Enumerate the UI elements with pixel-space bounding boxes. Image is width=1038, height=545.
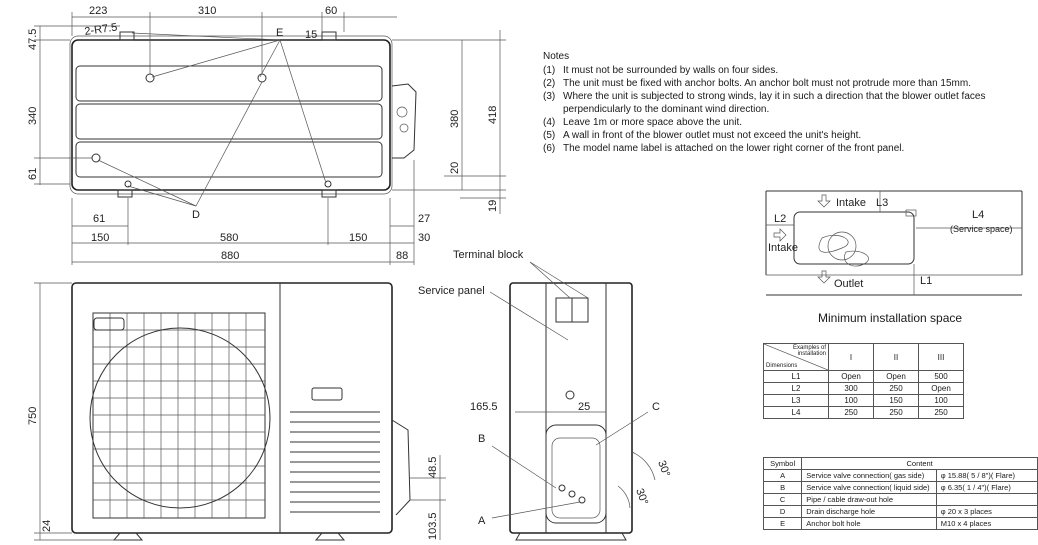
table-row: E Anchor bolt hole M10 x 4 places (762, 517, 1038, 530)
content-header: Content (801, 457, 1038, 470)
dim-radius: 2-R7.5 (84, 21, 118, 37)
intake-left-label: Intake (768, 242, 798, 254)
outlet-label: Outlet (834, 278, 863, 290)
label-l1: L1 (920, 275, 932, 287)
dim-340: 340 (27, 107, 39, 125)
front-view (34, 282, 446, 541)
note-item: (3)Where the unit is subjected to strong… (543, 91, 986, 115)
table-row: L1 Open Open 500 (763, 370, 964, 383)
symbol-table: Symbol Content A Service valve connectio… (762, 457, 1038, 530)
table-corner-cell: Examples of installation Dimensions (763, 343, 829, 371)
unit-plan (793, 211, 915, 265)
dim-88: 88 (396, 250, 408, 262)
table-header-row: Examples of installation Dimensions I II… (763, 343, 964, 371)
dim-15: 15 (305, 29, 317, 41)
dim-24: 24 (41, 520, 53, 532)
fan-guard (89, 327, 271, 509)
note-item: (6)The model name label is attached on t… (543, 143, 905, 154)
label-l4: L4 (972, 209, 984, 221)
table-row: C Pipe / cable draw-out hole (762, 493, 1038, 506)
label-c: C (652, 401, 660, 413)
grille-slot (75, 103, 383, 140)
angle-30-upper: 30° (655, 459, 672, 479)
angle-30-lower: 30° (633, 487, 650, 507)
valve-housing (391, 83, 417, 159)
dim-750: 750 (27, 407, 39, 425)
dim-60: 60 (325, 5, 337, 17)
table-row: L3 100 150 100 (763, 394, 964, 407)
label-a: A (478, 515, 486, 527)
dim-380: 380 (449, 110, 461, 128)
dim-48-5: 48.5 (427, 457, 439, 478)
fan-grille (92, 312, 266, 519)
table-header-row: Symbol Content (762, 457, 1038, 470)
dim-25: 25 (578, 401, 590, 413)
column-header: II (873, 343, 919, 371)
top-view-outline (71, 39, 391, 191)
table-row: B Service valve connection( liquid side)… (762, 481, 1038, 494)
dim-47-5: 47.5 (27, 29, 39, 50)
service-panel-label: Service panel (418, 285, 485, 297)
note-item: (4)Leave 1m or more space above the unit… (543, 117, 742, 128)
intake-top-label: Intake (836, 197, 866, 209)
grille-mesh (93, 313, 265, 518)
note-item: (2)The unit must be fixed with anchor bo… (543, 78, 971, 89)
label-l3: L3 (876, 197, 888, 209)
grille-slot (75, 141, 383, 178)
installation-space-diagram (765, 190, 1023, 296)
table-row: D Drain discharge hole φ 20 x 3 places (762, 505, 1038, 518)
dim-20: 20 (449, 162, 461, 174)
table-row: L4 250 250 250 (763, 406, 964, 419)
drain-hole (91, 153, 101, 163)
pipe-draw-out-hole (545, 424, 607, 524)
label-l2: L2 (774, 213, 786, 225)
dimensions-table: Examples of installation Dimensions I II… (763, 343, 964, 419)
min-installation-space-title: Minimum installation space (818, 311, 963, 325)
dim-103-5: 103.5 (427, 512, 439, 540)
label-e: E (276, 27, 283, 39)
anchor-bolt-hole (145, 73, 155, 83)
terminal-block-label: Terminal block (453, 249, 524, 261)
dim-165-5: 165.5 (470, 401, 498, 413)
dim-580: 580 (220, 232, 238, 244)
dim-150-left: 150 (91, 232, 109, 244)
anchor-bolt-hole (257, 73, 267, 83)
column-header: III (918, 343, 964, 371)
label-b: B (478, 433, 485, 445)
dim-310: 310 (198, 5, 216, 17)
dim-61-bottom: 61 (93, 213, 105, 225)
table-row: L2 300 250 Open (763, 382, 964, 395)
dim-418: 418 (487, 106, 499, 124)
dim-30: 30 (418, 232, 430, 244)
side-view (489, 261, 656, 541)
note-item: (5)A wall in front of the blower outlet … (543, 130, 862, 141)
label-d: D (192, 209, 200, 221)
note-item: (1)It must not be surrounded by walls on… (543, 65, 779, 76)
side-view-outline (509, 282, 633, 534)
dim-150-right: 150 (349, 232, 367, 244)
dim-880: 880 (221, 250, 239, 262)
front-view-outline (71, 282, 393, 534)
dim-61-left: 61 (27, 168, 39, 180)
top-view (34, 12, 506, 265)
service-space-label: (Service space) (950, 224, 1013, 234)
dim-19: 19 (487, 200, 499, 212)
symbol-header: Symbol (762, 457, 803, 470)
notes-section: Notes (1)It must not be surrounded by wa… (543, 50, 1033, 155)
dim-223: 223 (89, 5, 107, 17)
grille-slot (75, 65, 383, 102)
column-header: I (828, 343, 874, 371)
dim-27: 27 (418, 213, 430, 225)
notes-title: Notes (543, 51, 570, 62)
table-row: A Service valve connection( gas side) φ … (762, 469, 1038, 482)
